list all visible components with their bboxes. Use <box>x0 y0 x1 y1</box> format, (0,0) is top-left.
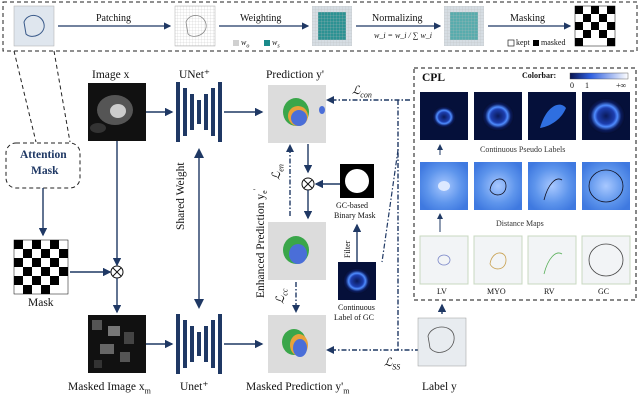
label-y-image <box>417 317 467 367</box>
weighted-grid <box>312 6 352 46</box>
masking-label: Masking <box>510 13 545 24</box>
colorbar-label: Colorbar: <box>522 71 557 80</box>
enhanced-prediction <box>268 222 326 280</box>
legend-kept: kept <box>516 38 530 47</box>
patch-image-grid <box>174 5 216 47</box>
weighting-label: Weighting <box>240 13 282 24</box>
prediction-label: Prediction y' <box>266 69 324 81</box>
continuous-label-gc <box>338 262 376 300</box>
masked-image-label: Masked Image xm <box>68 381 151 396</box>
mask-label: Mask <box>28 297 54 309</box>
enhanced-prediction-label: Enhanced Prediction ye' <box>252 188 270 298</box>
colorbar-max: +∞ <box>616 81 627 90</box>
cpl-row <box>420 92 630 140</box>
loss-en: ℒen <box>271 164 286 180</box>
patching-label: Patching <box>96 13 131 24</box>
legend-masked: masked <box>541 38 566 47</box>
filter-label: Filter <box>343 240 352 258</box>
patch-image-1 <box>13 5 55 47</box>
masked-prediction <box>268 315 326 373</box>
col-rv: RV <box>544 287 555 296</box>
colorbar-mid: 1 <box>585 81 589 90</box>
continuous-label-2: Label of GC <box>334 313 374 322</box>
loss-con: ℒcon <box>352 85 372 100</box>
attention-mask-title-1: Attention <box>20 149 67 161</box>
masked-image <box>88 315 146 373</box>
gc-binary-mask <box>340 164 374 198</box>
image-x <box>88 83 146 141</box>
unet-bottom-label: Unet⁺ <box>180 381 209 393</box>
normalized-grid <box>444 6 484 46</box>
cpl-title: CPL <box>422 72 445 84</box>
unet-top-label: UNet⁺ <box>179 69 210 81</box>
pipeline-box <box>2 1 638 52</box>
mask-image <box>13 239 69 295</box>
masked-prediction-label: Masked Prediction y'm <box>246 381 350 396</box>
col-lv: LV <box>437 287 447 296</box>
distance-maps-label: Distance Maps <box>496 219 544 228</box>
unet-top <box>176 82 222 142</box>
continuous-label-1: Continuous <box>338 303 375 312</box>
col-gc: GC <box>598 287 610 296</box>
distance-maps-row <box>420 162 630 210</box>
shared-weight-label: Shared Weight <box>175 162 187 230</box>
gc-binary-label-1: GC-based <box>336 201 368 210</box>
masked-pattern-top <box>574 5 616 47</box>
colorbar <box>569 72 629 80</box>
col-myo: MYO <box>487 287 506 296</box>
legend-wo: wo <box>241 38 250 50</box>
attention-mask-title-2: Mask <box>31 165 59 177</box>
normalizing-label: Normalizing <box>372 13 423 24</box>
attention-mask-box <box>5 142 81 189</box>
normalize-formula: w_i = w_i / ∑ w_i <box>374 31 432 40</box>
label-y-text: Label y <box>422 381 457 393</box>
gc-binary-label-2: Binary Mask <box>334 211 376 220</box>
image-x-label: Image x <box>92 69 130 81</box>
colorbar-min: 0 <box>570 81 574 90</box>
unet-bottom <box>176 314 222 374</box>
loss-cc: ℒcc <box>275 288 290 304</box>
prediction-top <box>268 85 326 143</box>
legend-ws: ws <box>272 38 280 50</box>
cpl-row-label: Continuous Pseudo Labels <box>480 145 566 154</box>
loss-ss: ℒSS <box>384 357 401 372</box>
